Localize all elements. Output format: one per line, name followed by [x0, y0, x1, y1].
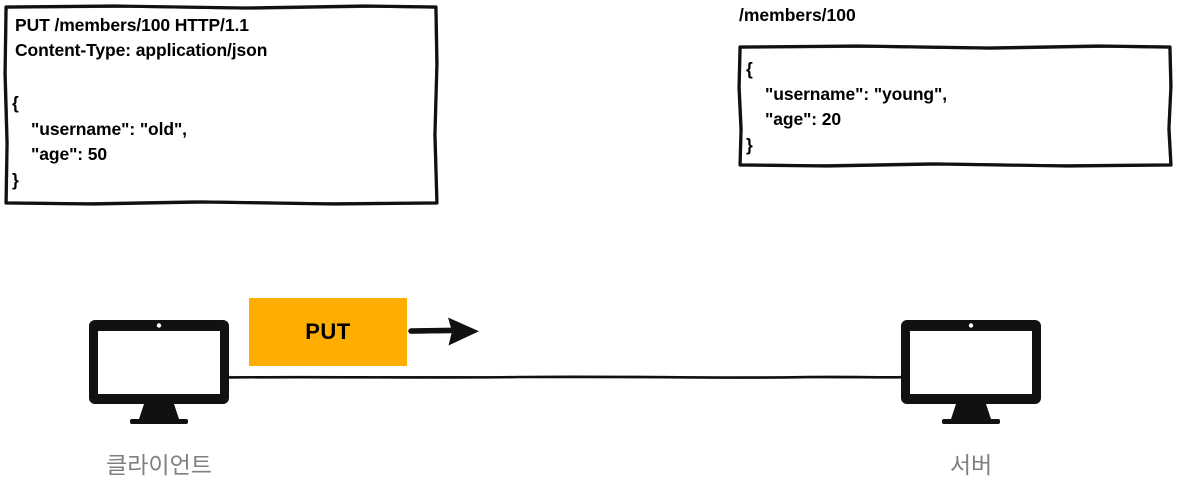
resource-body-open: { [746, 59, 753, 79]
client-label: 클라이언트 [106, 452, 212, 478]
request-line-1: PUT /members/100 HTTP/1.1 [15, 15, 249, 35]
request-body-close: } [12, 170, 19, 190]
method-badge-put[interactable]: PUT [249, 298, 407, 366]
http-request-box: PUT /members/100 HTTP/1.1 Content-Type: … [3, 4, 439, 206]
request-body-open: { [12, 93, 19, 113]
resource-state-box: { "username": "young", "age": 20 } [737, 44, 1173, 168]
resource-body-close: } [746, 135, 753, 155]
server-label: 서버 [949, 452, 993, 478]
resource-body-username: "username": "young", [746, 84, 947, 104]
request-line-2: Content-Type: application/json [15, 40, 268, 60]
request-body-username: "username": "old", [12, 119, 187, 139]
request-body-age: "age": 50 [12, 144, 108, 164]
method-badge-label: PUT [305, 319, 351, 344]
resource-path-label: /members/100 [739, 5, 856, 25]
resource-box-border [737, 44, 1173, 168]
resource-body-age: "age": 20 [746, 109, 842, 129]
request-box-border [3, 4, 439, 206]
